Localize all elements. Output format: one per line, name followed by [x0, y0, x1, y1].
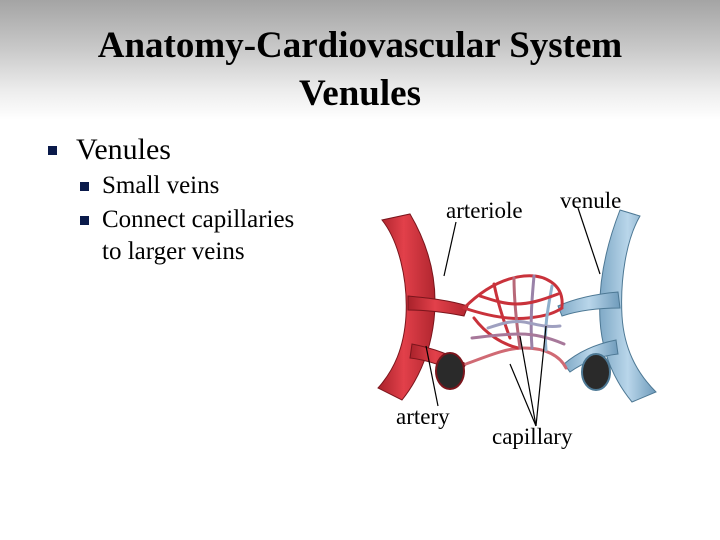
label-capillary: capillary [492, 424, 573, 449]
square-bullet-icon [48, 146, 57, 155]
artery-cross-section [435, 352, 465, 390]
sub-bullet-small-veins: Small veins [42, 170, 294, 202]
label-arteriole: arteriole [446, 198, 523, 223]
label-artery: artery [396, 404, 450, 429]
square-bullet-icon [80, 182, 89, 191]
title-line-2: Venules [298, 73, 421, 114]
title-line-1: Anatomy-Cardiovascular System [97, 25, 623, 66]
label-venule: venule [560, 188, 622, 213]
title-background [0, 0, 720, 120]
sub-bullet-connect: Connect capillaries to larger veins [42, 204, 294, 268]
sub-bullet-text-continued: to larger veins [102, 238, 245, 265]
leader-lines [425, 207, 601, 427]
bullet-venules: Venules [42, 132, 294, 168]
slide-title: Anatomy-Cardiovascular System Venules [0, 22, 720, 118]
vein-branch [557, 291, 621, 317]
vein-cross-section [581, 353, 611, 391]
sub-bullet-text: Small veins [102, 172, 220, 199]
square-bullet-icon [80, 216, 89, 225]
artery-branch [407, 295, 469, 317]
capillary-network [462, 274, 568, 370]
bullet-list: Venules Small veins Connect capillaries … [42, 132, 294, 268]
sub-bullet-text: Connect capillaries [102, 206, 295, 233]
bullet-text: Venules [76, 133, 171, 166]
capillary-bed-illustration [377, 207, 657, 427]
